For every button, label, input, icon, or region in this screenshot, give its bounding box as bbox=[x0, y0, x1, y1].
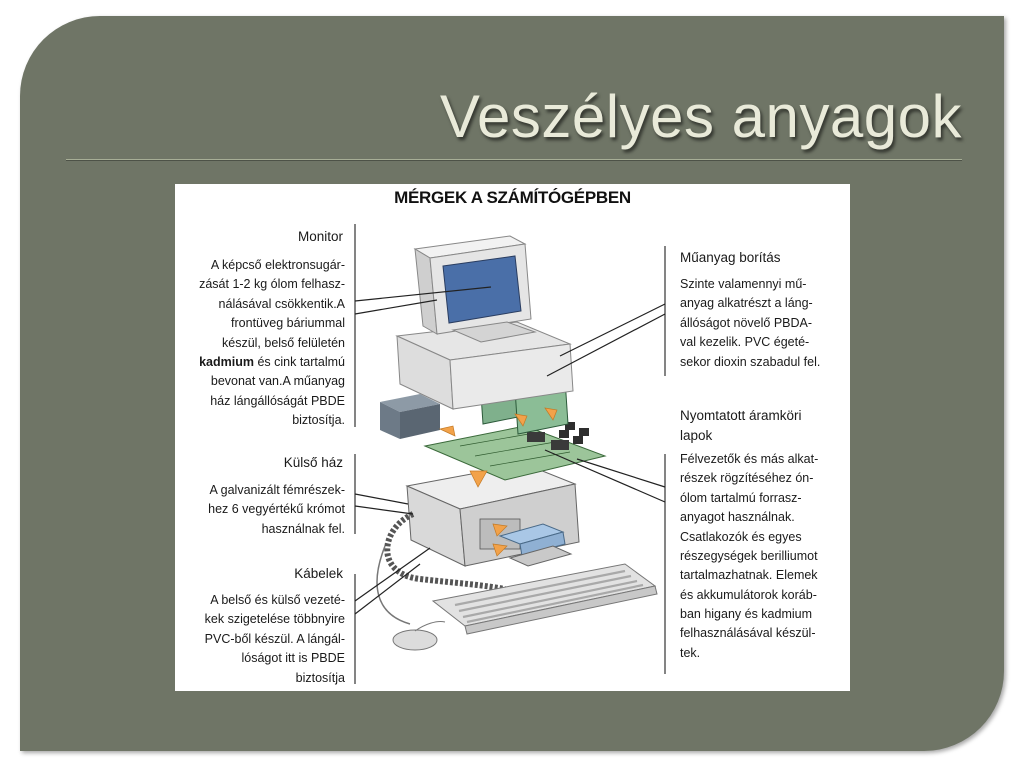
toxins-diagram: MÉRGEK A SZÁMÍTÓGÉPBEN bbox=[175, 184, 850, 691]
monitor-line: A képcső elektronsugár- bbox=[210, 258, 345, 272]
pcb-line: tek. bbox=[680, 645, 701, 660]
plastic-line: állóságot növelő PBDA- bbox=[680, 315, 813, 330]
pcb-description: Félvezetők és más alkat- részek rögzítés… bbox=[680, 450, 850, 663]
pcb-line: részek rögzítéséhez ón- bbox=[680, 471, 814, 486]
slide-title: Veszélyes anyagok bbox=[439, 83, 962, 150]
monitor-line: ház lángállóságát PBDE bbox=[210, 393, 345, 408]
pcb-line: Csatlakozók és egyes bbox=[680, 529, 802, 544]
cables-heading: Kábelek bbox=[294, 566, 343, 581]
monitor-line: zását 1-2 kg ólom felhasz- bbox=[199, 277, 345, 292]
motherboard-illustration bbox=[423, 425, 607, 481]
drive-illustration bbox=[498, 523, 573, 567]
monitor-line: frontüveg báriummal bbox=[231, 316, 345, 331]
cables-line: PVC-ből készül. A lángál- bbox=[204, 631, 345, 646]
pcb-heading-line: Nyomtatott áramköri bbox=[680, 408, 802, 423]
leader-case-2 bbox=[354, 505, 414, 515]
case-description: A galvanizált fémrészek- hez 6 vegyérték… bbox=[165, 481, 345, 539]
cables-line: lóságot itt is PBDE bbox=[241, 651, 345, 666]
keyboard-illustration bbox=[431, 563, 658, 635]
pcb-heading: Nyomtatott áramköri lapok bbox=[680, 406, 802, 445]
case-heading: Külső ház bbox=[283, 455, 343, 470]
diagram-title: MÉRGEK A SZÁMÍTÓGÉPBEN bbox=[394, 188, 631, 207]
monitor-heading: Monitor bbox=[297, 229, 343, 244]
cable-illustration bbox=[384, 511, 506, 592]
pcb-line: ban higany és kadmium bbox=[680, 607, 813, 621]
plastic-heading: Műanyag borítás bbox=[680, 250, 781, 265]
title-divider bbox=[66, 159, 962, 161]
computer-exploded-illustration bbox=[354, 224, 666, 684]
plastic-description: Szinte valamennyi mű- anyag alkatrészt a… bbox=[680, 275, 850, 372]
monitor-description: A képcső elektronsugár- zását 1-2 kg ólo… bbox=[165, 256, 345, 430]
leader-plastic-2 bbox=[546, 313, 666, 377]
leader-cable-2 bbox=[354, 563, 421, 615]
monitor-line: készül, belső felületén bbox=[222, 335, 345, 350]
case-line: hez 6 vegyértékű krómot bbox=[208, 502, 345, 517]
power-supply-illustration bbox=[380, 394, 440, 439]
cables-description: A belső és külső vezeté- kek szigetelése… bbox=[165, 591, 345, 688]
plastic-line: anyag alkatrészt a láng- bbox=[680, 296, 813, 311]
cables-line: A belső és külső vezeté- bbox=[210, 593, 345, 607]
leader-monitor-2 bbox=[354, 299, 438, 315]
case-line: használnak fel. bbox=[261, 521, 345, 536]
leader-monitor-1 bbox=[354, 286, 492, 302]
case-line: A galvanizált fémrészek- bbox=[209, 483, 345, 497]
leader-cable-1 bbox=[354, 547, 431, 602]
plastic-line: val kezelik. PVC égeté- bbox=[680, 335, 810, 350]
monitor-line: nálásával csökkentik.A bbox=[218, 296, 345, 311]
pcb-line: tartalmazhatnak. Elemek bbox=[680, 568, 818, 583]
leader-pcb-2 bbox=[544, 449, 666, 503]
pcb-line: felhasználásával készül- bbox=[680, 626, 816, 641]
cables-line: kek szigetelése többnyire bbox=[204, 612, 345, 627]
pcb-line: Félvezetők és más alkat- bbox=[680, 452, 819, 466]
monitor-illustration bbox=[413, 235, 537, 343]
leader-pcb-1 bbox=[576, 458, 666, 488]
pcb-line: anyagot használnak. bbox=[680, 510, 795, 525]
pcb-line: és akkumulátorok koráb- bbox=[680, 587, 817, 602]
monitor-line: biztosítja. bbox=[292, 413, 345, 427]
monitor-line: és cink tartalmú bbox=[253, 354, 345, 369]
pcb-line: ólom tartalmú forrasz- bbox=[680, 490, 802, 505]
monitor-line: bevonat van.A műanyag bbox=[210, 374, 345, 389]
mouse-illustration bbox=[392, 621, 446, 651]
leader-plastic-1 bbox=[559, 303, 666, 357]
plastic-line: Szinte valamennyi mű- bbox=[680, 277, 807, 291]
pcb-line: részegységek berilliumot bbox=[680, 548, 818, 563]
leader-case-1 bbox=[354, 493, 409, 505]
monitor-line-emphasis: kadmium bbox=[199, 354, 254, 369]
cables-line: biztosítja bbox=[295, 670, 345, 685]
pcb-heading-line: lapok bbox=[680, 427, 713, 443]
slide: Veszélyes anyagok MÉRGEK A SZÁMÍTÓGÉPBEN bbox=[20, 16, 1004, 751]
plastic-line: sekor dioxin szabadul fel. bbox=[680, 354, 821, 369]
